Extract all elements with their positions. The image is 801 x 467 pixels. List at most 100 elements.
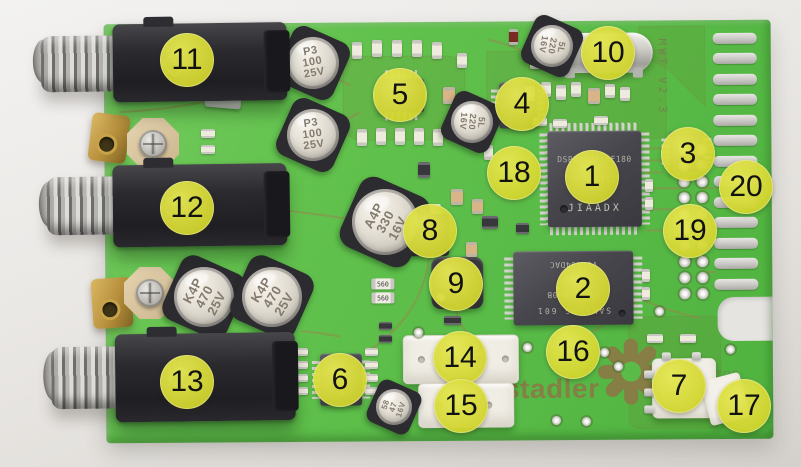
smd-component [201,128,215,138]
mounting-screw [136,279,164,307]
edge-finger [714,278,759,290]
smd-component [541,81,551,97]
smd-component [372,39,382,57]
marker-6: 6 [313,353,367,407]
marker-9: 9 [429,257,483,311]
component-pin [661,352,671,361]
smd-component [605,84,615,98]
pin-hole [417,356,425,364]
smd-component [571,81,581,97]
smd-component [201,144,215,154]
smd-component [392,39,402,57]
smd-component [357,128,367,146]
smd-component [294,361,308,369]
edge-finger [712,52,757,65]
smd-component [395,127,405,145]
smd-component [647,333,663,343]
pin-hole [501,355,509,363]
via-pad [552,416,561,425]
through-hole-pad [696,192,708,204]
marker-16: 16 [546,325,600,379]
marker-10: 10 [581,26,635,80]
smd-component [294,374,308,382]
smd-component [364,387,378,395]
smd-component [642,268,650,282]
through-hole-pad [678,192,690,204]
edge-finger [713,216,758,229]
smd-component [352,41,362,59]
edge-finger [714,237,759,249]
smd-component [483,144,493,160]
smd-component [418,162,430,178]
smd-component [378,322,392,330]
smd-component [515,222,529,234]
smd-component [556,84,566,100]
smd-component [376,127,386,145]
marker-7: 7 [652,359,706,413]
pin1-dimple [618,309,626,317]
resistor-value: 560 [377,293,389,302]
marker-15: 15 [434,379,488,433]
marker-20: 20 [719,160,773,214]
edge-finger [713,93,758,106]
pin1-dimple [559,205,568,214]
board-version-silkscreen: MWT V2.3 [655,38,670,116]
smd-component [594,115,608,125]
marker-17: 17 [717,379,771,433]
marker-12: 12 [160,181,214,235]
smd-component [680,333,696,343]
smd-component [364,374,378,382]
smd-component [364,348,378,356]
smd-component [378,335,392,343]
chip-pins [504,257,514,320]
edge-finger [713,134,758,147]
jack-threaded-collar [40,35,120,93]
via-pad [414,328,423,337]
resistor-560: 560 [371,278,395,290]
smd-component [443,315,461,325]
smd-component [588,88,600,104]
smd-component [642,286,650,300]
through-hole-pad [697,288,709,300]
marker-18: 18 [487,146,541,200]
edge-finger [714,257,759,270]
component-pin [644,405,655,414]
edge-finger [712,32,757,44]
smd-component [482,215,498,229]
smd-component [443,86,455,104]
smd-component [412,39,422,57]
marker-11: 11 [160,33,214,87]
smd-component [465,241,477,257]
via-pad [655,307,664,316]
through-hole-pad [679,288,691,300]
marker-2: 2 [556,262,610,316]
resistor-560: 560 [371,292,395,304]
marker-4: 4 [495,77,549,131]
component-pin [691,352,701,361]
smd-component [451,189,463,205]
smd-component [433,128,443,146]
smd-component [508,29,518,45]
via-pad [726,345,735,354]
via-pad [614,362,623,371]
lug-hole [102,301,119,318]
marker-19: 19 [663,204,717,258]
marker-8: 8 [403,204,457,258]
